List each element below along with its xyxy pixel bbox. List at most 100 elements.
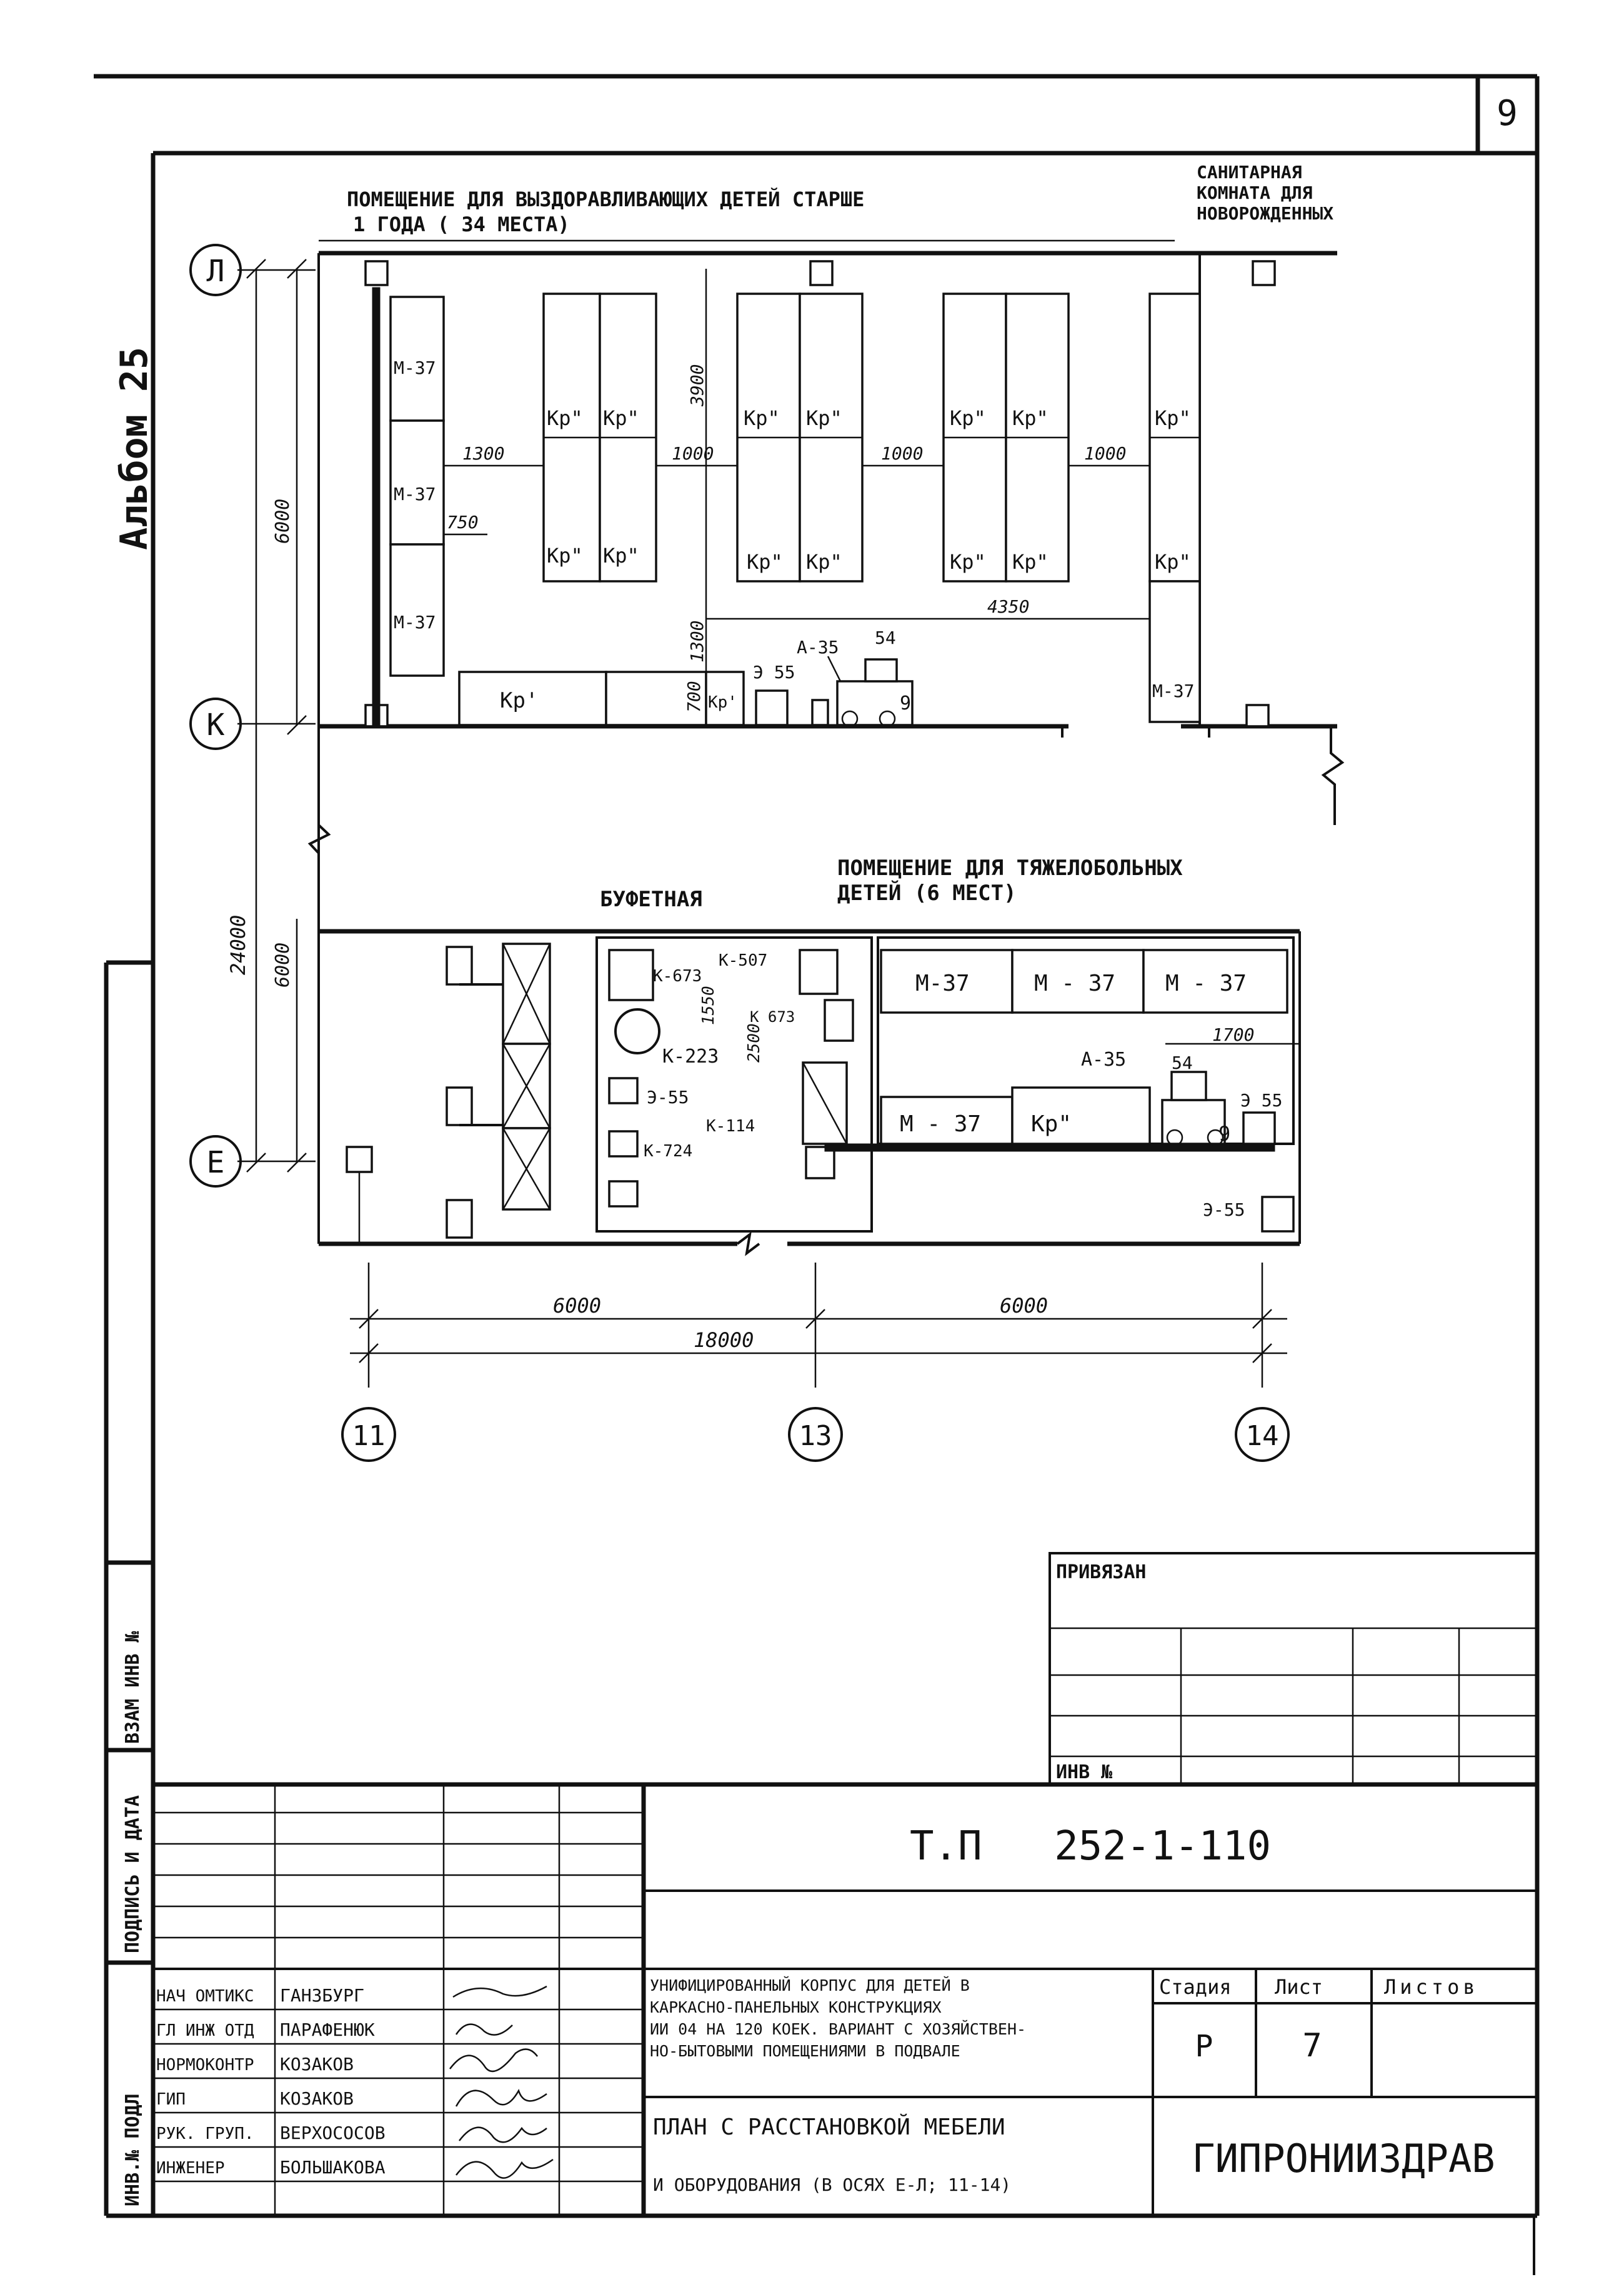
bed-m37-7: М - 37 — [1165, 971, 1247, 996]
dim-700: 700 — [684, 681, 704, 713]
bed-m37-6: М - 37 — [1034, 971, 1115, 996]
bed-m37-3: М-37 — [394, 612, 436, 633]
privyazan-label: ПРИВЯЗАН — [1056, 1561, 1147, 1583]
role-4: ГИП — [156, 2090, 186, 2109]
axis-14: 14 — [1246, 1420, 1279, 1452]
sheet-title-line-2: И ОБОРУДОВАНИЯ (В ОСЯХ Е-Л; 11-14) — [653, 2174, 1011, 2195]
role-5: РУК. ГРУП. — [156, 2124, 254, 2143]
name-6: БОЛЬШАКОВА — [280, 2157, 386, 2178]
dim-col-6000-left: 6000 — [553, 1294, 601, 1318]
name-1: ГАНЗБУРГ — [280, 1985, 364, 2006]
axis-e: Е — [207, 1145, 225, 1180]
room-title-severe-1: ПОМЕЩЕНИЕ ДЛЯ ТЯЖЕЛОБОЛЬНЫХ — [837, 856, 1183, 881]
label-k507: К-507 — [719, 951, 767, 970]
label-e55-right: Э 55 — [1240, 1090, 1282, 1111]
side-stamp-vzam: ВЗАМ ИНВ № — [122, 1630, 144, 1744]
album-label: Альбом 25 — [112, 347, 156, 550]
room-title-sanitary-3: НОВОРОЖДЕННЫХ — [1197, 203, 1333, 224]
dim-4350: 4350 — [987, 596, 1029, 617]
name-2: ПАРАФЕНЮК — [280, 2019, 375, 2040]
crib-kr-7: Кр" — [747, 550, 783, 574]
description-line-4: НО-БЫТОВЫМИ ПОМЕЩЕНИЯМИ В ПОДВАЛЕ — [650, 2042, 960, 2060]
dim-1300-v: 1300 — [687, 621, 707, 663]
bed-m37-1: М-37 — [394, 358, 436, 378]
description-line-2: КАРКАСНО-ПАНЕЛЬНЫХ КОНСТРУКЦИЯХ — [650, 1998, 942, 2016]
page-number: 9 — [1497, 93, 1518, 134]
project-designation: Т.П 252-1-110 — [910, 1823, 1271, 1869]
dim-24000: 24000 — [226, 915, 250, 975]
equip-9-top: 9 — [900, 693, 911, 714]
side-stamps: ВЗАМ ИНВ № ПОДПИСЬ И ДАТА ИНВ.№ ПОДЛ — [122, 1630, 144, 2206]
crib-kr-13: Кр" — [1155, 406, 1191, 430]
dim-col-18000: 18000 — [694, 1328, 754, 1352]
crib-kr-3: Кр" — [547, 544, 583, 568]
dim-54-lower: 54 — [1172, 1053, 1193, 1073]
upper-dims: 1300 1000 1000 1000 750 4350 3900 1300 7… — [444, 269, 1150, 725]
dim-1000-c: 1000 — [1084, 443, 1126, 464]
crib-kr-10: Кр" — [1012, 406, 1049, 430]
dim-3900: 3900 — [687, 364, 707, 407]
crib-kr-14: Кр" — [1155, 550, 1191, 574]
signatures — [449, 1985, 554, 2179]
description-line-1: УНИФИЦИРОВАННЫЙ КОРПУС ДЛЯ ДЕТЕЙ В — [650, 1976, 970, 1994]
dim-1700: 1700 — [1212, 1024, 1254, 1045]
sheet-frame — [94, 74, 1540, 2275]
dim-1300: 1300 — [462, 443, 504, 464]
axis-11: 11 — [352, 1420, 386, 1452]
vertical-dimensions: 24000 6000 6000 — [226, 259, 307, 1173]
label-k223: К-223 — [662, 1046, 719, 1068]
label-a35-lower: А-35 — [1081, 1049, 1126, 1071]
crib-group-3 — [942, 293, 1070, 583]
sheet-label: Лист — [1275, 1975, 1323, 1999]
bed-kr1-2: Кр' — [708, 693, 737, 712]
name-3: КОЗАКОВ — [280, 2054, 354, 2074]
role-3: НОРМОКОНТР — [156, 2056, 254, 2074]
crib-group-2 — [736, 293, 864, 583]
name-4: КОЗАКОВ — [280, 2088, 354, 2109]
stage-value: Р — [1195, 2029, 1213, 2064]
crib-kr-5: Кр" — [744, 406, 780, 430]
role-1: НАЧ ОМТИКС — [156, 1987, 254, 2006]
crib-kr-9: Кр" — [950, 406, 986, 430]
bed-m37-5: М-37 — [915, 971, 970, 996]
dim-1000-a: 1000 — [672, 443, 714, 464]
sheet-no-value: 7 — [1302, 2027, 1322, 2064]
crib-kr-12: Кр" — [1012, 550, 1049, 574]
name-5: ВЕРХОСОСОВ — [280, 2123, 386, 2143]
column-dimensions: 6000 6000 18000 — [350, 1294, 1287, 1363]
dim-6000-upper: 6000 — [272, 499, 294, 544]
upper-room: М-37 М-37 М-37 Кр" Кр" Кр" Кр" Кр" Кр" К… — [307, 251, 1345, 1244]
room-title-buffet: БУФЕТНАЯ — [600, 887, 702, 912]
bed-m37-8: М - 37 — [900, 1111, 981, 1137]
room-title-convalescent-1: ПОМЕЩЕНИЕ ДЛЯ ВЫЗДОРАВЛИВАЮЩИХ ДЕТЕЙ СТА… — [347, 188, 864, 211]
bed-kr1-1: Кр' — [500, 688, 538, 713]
sheet-title-line-1: ПЛАН С РАССТАНОВКОЙ МЕБЕЛИ — [653, 2114, 1005, 2140]
crib-kr-15: Кр" — [1031, 1111, 1072, 1137]
crib-kr-6: Кр" — [806, 406, 842, 430]
dim-1000-b: 1000 — [881, 443, 923, 464]
dim-col-6000-right: 6000 — [1000, 1294, 1048, 1318]
organization-name: ГИПРОНИИЗДРАВ — [1192, 2136, 1495, 2181]
sheets-label: Листов — [1384, 1975, 1479, 1999]
stair-elements — [502, 943, 551, 1211]
label-k724: К-724 — [644, 1142, 692, 1161]
label-a35-top: А-35 — [797, 637, 839, 658]
crib-group-1 — [542, 293, 657, 583]
description-line-3: ИИ 04 НА 120 КОЕК. ВАРИАНТ С ХОЗЯЙСТВЕН- — [650, 2020, 1026, 2038]
crib-kr-1: Кр" — [547, 406, 583, 430]
crib-kr-4: Кр" — [603, 544, 639, 568]
stage-label: Стадия — [1159, 1975, 1232, 1999]
role-2: ГЛ ИНЖ ОТД — [156, 2021, 254, 2040]
room-title-severe-2: ДЕТЕЙ (6 МЕСТ) — [837, 880, 1017, 906]
crib-kr-11: Кр" — [950, 550, 986, 574]
lower-area: БУФЕТНАЯ К-673 К-507 К-223 Э-55 К-114 К-… — [319, 856, 1301, 1256]
axis-markers: Л К Е 11 13 14 — [189, 244, 1290, 1462]
title-block: ПРИВЯЗАН ИНВ № Т.П 252-1-110 УНИФИЦИРОВА… — [153, 1552, 1538, 2216]
axis-k: К — [207, 708, 225, 743]
label-k673: К-673 — [653, 967, 702, 986]
room-title-sanitary-2: КОМНАТА ДЛЯ — [1197, 183, 1312, 203]
side-stamp-podpis: ПОДПИСЬ И ДАТА — [122, 1795, 144, 1953]
axis-13: 13 — [799, 1420, 832, 1452]
dim-54-top: 54 — [875, 628, 896, 648]
